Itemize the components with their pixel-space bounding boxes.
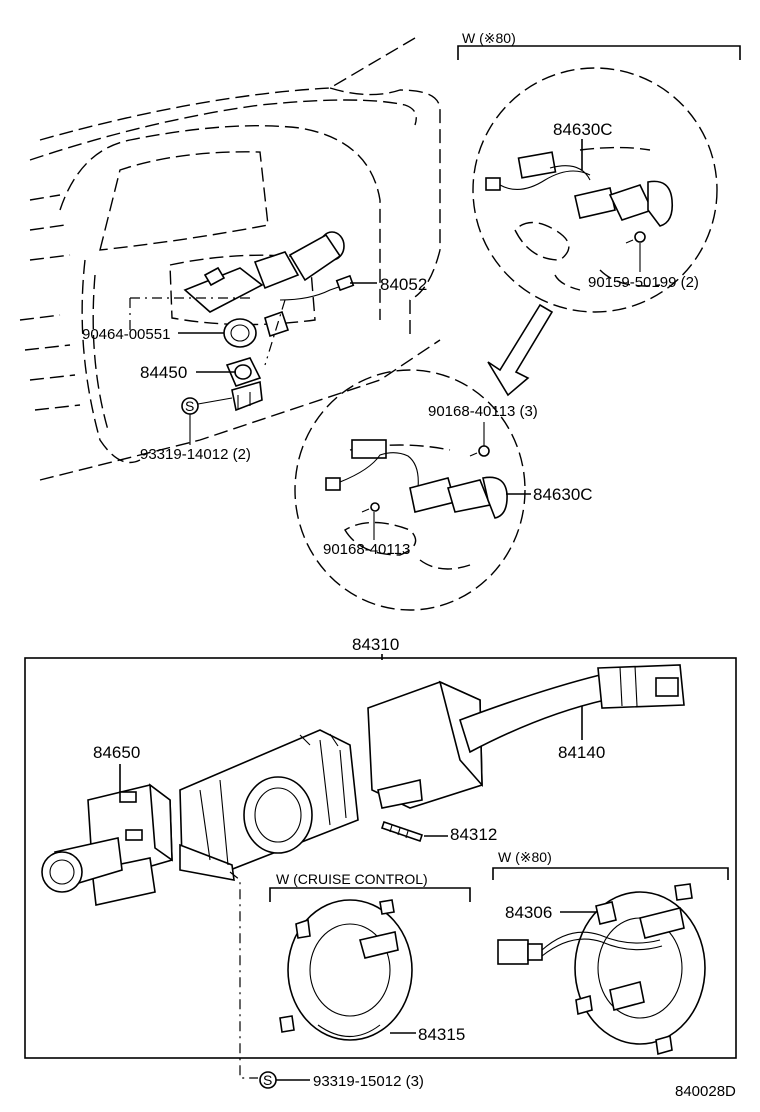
bracket-w-80-top bbox=[457, 45, 741, 60]
spiral-cable-84306 bbox=[497, 883, 706, 1056]
headlight-switch bbox=[367, 664, 685, 809]
label-84312: 84312 bbox=[450, 825, 497, 844]
guide-lines-dash bbox=[129, 297, 286, 366]
label-93319-14012: 93319-14012 (2) bbox=[140, 446, 251, 463]
label-93319-15012: 93319-15012 (3) bbox=[313, 1073, 424, 1090]
label-84052: 84052 bbox=[380, 275, 427, 294]
label-90168-3: 90168-40113 (3) bbox=[428, 403, 538, 420]
label-84450: 84450 bbox=[140, 363, 187, 382]
s-circle-icon: S bbox=[259, 1071, 277, 1089]
label-w-cruise: W (CRUISE CONTROL) bbox=[276, 871, 428, 887]
label-84310: 84310 bbox=[352, 635, 399, 654]
wiper-switch bbox=[41, 783, 173, 906]
label-w-80-top: W (※80) bbox=[462, 30, 516, 46]
s-circle-icon: S bbox=[181, 397, 199, 415]
label-84315: 84315 bbox=[418, 1025, 465, 1044]
label-84630c-bottom: 84630C bbox=[533, 485, 593, 504]
label-90168: 90168-40113 bbox=[323, 541, 410, 558]
switch-bracket bbox=[179, 729, 359, 881]
assembly-box bbox=[24, 657, 737, 1059]
dashboard-outline bbox=[19, 37, 441, 481]
pin-84312 bbox=[380, 820, 424, 843]
label-84306: 84306 bbox=[505, 903, 552, 922]
leader-s-mark bbox=[197, 397, 233, 405]
label-84650: 84650 bbox=[93, 743, 140, 762]
label-90159: 90159-50199 (2) bbox=[588, 274, 699, 291]
label-w-80-bottom: W (※80) bbox=[498, 849, 552, 865]
arrow-to-lower-wheel bbox=[487, 303, 554, 397]
spiral-cable-cruise bbox=[279, 899, 413, 1041]
drawing-code: 840028D bbox=[675, 1083, 736, 1100]
label-84140: 84140 bbox=[558, 743, 605, 762]
label-84630c-top: 84630C bbox=[553, 120, 613, 139]
guide-line-bottom bbox=[229, 871, 258, 1079]
label-90464: 90464-00551 bbox=[82, 326, 170, 343]
horn-contact-parts bbox=[223, 318, 263, 412]
steering-wheel-top bbox=[472, 67, 718, 313]
combination-switch-upper bbox=[183, 231, 355, 338]
steering-wheel-middle bbox=[294, 369, 526, 611]
bracket-w-cruise bbox=[269, 887, 471, 902]
svg-text:S: S bbox=[263, 1072, 272, 1088]
bracket-w-80-bottom bbox=[492, 867, 729, 880]
svg-text:S: S bbox=[185, 398, 194, 414]
